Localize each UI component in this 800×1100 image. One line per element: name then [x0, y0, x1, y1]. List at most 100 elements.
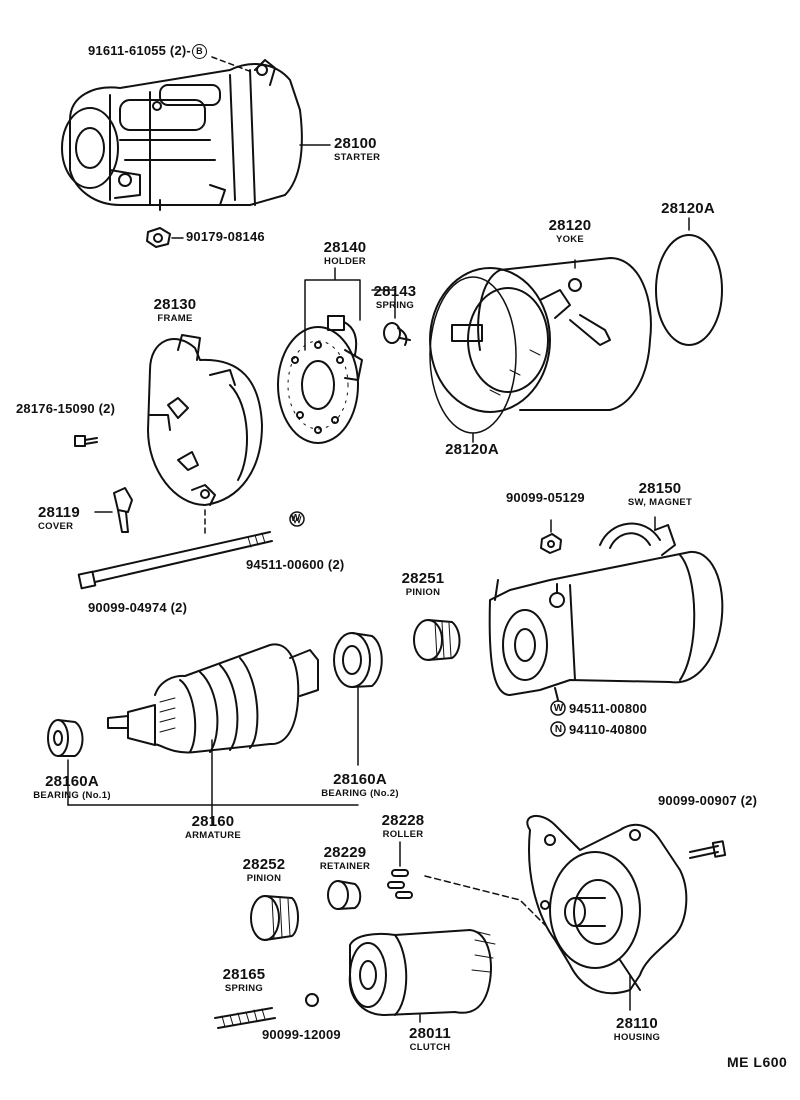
part-number: 28120A	[445, 441, 499, 458]
spring-28143-drawing	[384, 323, 410, 345]
part-number: 28160A	[333, 771, 387, 788]
part-number: 28119	[38, 504, 80, 521]
label-cover: 28119 COVER	[38, 505, 80, 532]
oring-right-drawing	[656, 235, 722, 345]
part-number: 28143	[373, 283, 417, 300]
retainer-drawing	[328, 881, 360, 909]
frame-screw-drawing	[75, 436, 97, 446]
part-name: COVER	[38, 521, 74, 532]
part-number: 28160	[191, 813, 235, 830]
housing-drawing	[527, 816, 686, 993]
through-bolt-drawing	[79, 532, 272, 588]
label-ball: 90099-12009	[262, 1028, 341, 1041]
part-name: ROLLER	[382, 829, 424, 840]
clutch-drawing	[350, 930, 495, 1015]
part-number: 28140	[323, 239, 367, 256]
part-number: 91611-61055 (2)-	[88, 43, 191, 58]
roller-drawing	[388, 870, 412, 898]
label-washer-w: 94511-00600 (2)	[246, 558, 344, 571]
label-magnet-switch: 28150 SW, MAGNET	[628, 481, 692, 508]
part-number: 94110-40800	[569, 722, 648, 737]
label-pinion-28252: 28252 PINION	[243, 857, 286, 884]
part-number: 94511-00600 (2)	[246, 557, 345, 572]
label-clutch: 28011 CLUTCH	[409, 1026, 451, 1053]
housing-bolt-drawing	[690, 841, 725, 858]
label-spring-28143: 28143 SPRING	[374, 284, 417, 311]
part-number: 28165	[222, 966, 266, 983]
part-name: CLUTCH	[409, 1042, 451, 1053]
washer-mark-w-icon: W	[290, 513, 301, 525]
magnetic-switch-drawing	[490, 524, 723, 700]
fastener-mark-b-icon: B	[191, 44, 207, 60]
part-name: BEARING (No.1)	[33, 790, 111, 801]
part-number: 28150	[638, 480, 682, 497]
part-number: 90099-05129	[506, 490, 585, 505]
part-number: 28130	[153, 296, 197, 313]
yoke-drawing	[430, 258, 651, 412]
part-number: 28110	[616, 1015, 658, 1032]
label-nut-top: 90179-08146	[186, 230, 265, 243]
label-frame: 28130 FRAME	[154, 297, 197, 324]
label-housing: 28110 HOUSING	[614, 1016, 660, 1043]
washer-mark-w-icon: W	[553, 703, 564, 715]
label-pinion-28251: 28251 PINION	[402, 571, 445, 598]
nut-mark-n-icon: N	[554, 724, 563, 736]
washer-w-mark: W	[288, 511, 303, 527]
label-housing-bolt: 90099-00907 (2)	[658, 794, 757, 807]
label-spring-28165: 28165 SPRING	[223, 967, 266, 994]
bearing-1-drawing	[48, 720, 83, 756]
part-number: 90179-08146	[186, 229, 265, 244]
part-number: 28176-15090 (2)	[16, 401, 116, 416]
label-armature: 28160 ARMATURE	[185, 814, 241, 841]
part-name: ARMATURE	[184, 830, 242, 841]
label-oring-bottom: 28120A	[445, 442, 499, 457]
label-roller: 28228 ROLLER	[382, 813, 425, 840]
part-name: PINION	[246, 873, 282, 884]
part-number: 90099-12009	[262, 1027, 341, 1042]
label-holder: 28140 HOLDER	[324, 240, 367, 267]
part-name: PINION	[405, 587, 441, 598]
part-number: 28160A	[45, 773, 99, 790]
part-name: FRAME	[157, 313, 193, 324]
bearing-2-drawing	[334, 633, 382, 687]
steel-ball-drawing	[306, 994, 318, 1006]
part-number: 28011	[409, 1025, 451, 1042]
part-name: SPRING	[224, 983, 264, 994]
label-bearing-2: 28160A BEARING (No.2)	[321, 772, 399, 799]
part-number: 28120A	[661, 200, 715, 217]
part-name: STARTER	[334, 152, 381, 163]
label-magnet-nut: 90099-05129	[506, 491, 585, 504]
cover-drawing	[114, 488, 132, 532]
pinion-28251-drawing	[414, 620, 460, 660]
label-bearing-1: 28160A BEARING (No.1)	[33, 774, 111, 801]
pinion-28252-drawing	[251, 896, 298, 940]
spring-28165-drawing	[215, 1008, 275, 1028]
part-number: 28251	[401, 570, 445, 587]
label-frame-screw: 28176-15090 (2)	[16, 402, 115, 415]
part-name: HOLDER	[324, 256, 366, 267]
nut-drawing	[147, 228, 170, 247]
diagram-code: ME L600	[727, 1054, 788, 1070]
part-name: SPRING	[375, 300, 415, 311]
frame-drawing	[148, 335, 262, 505]
label-oring-top: 28120A	[661, 201, 715, 216]
part-number: 28100	[334, 135, 377, 152]
part-name: HOUSING	[613, 1032, 661, 1043]
label-through-bolt: 90099-04974 (2)	[88, 601, 187, 614]
part-name: BEARING (No.2)	[321, 788, 399, 799]
label-starter: 28100 STARTER	[334, 136, 380, 163]
label-yoke: 28120 YOKE	[549, 218, 592, 245]
part-number: 28120	[548, 217, 592, 234]
part-name: YOKE	[555, 234, 585, 245]
armature-drawing	[108, 644, 318, 752]
part-name: RETAINER	[319, 861, 371, 872]
part-name: SW, MAGNET	[627, 497, 693, 508]
part-number: 90099-04974 (2)	[88, 600, 188, 615]
part-number: 90099-00907 (2)	[658, 793, 758, 808]
label-nut-n: N 94110-40800	[551, 722, 647, 738]
part-number: 28228	[381, 812, 425, 829]
part-number: 28252	[242, 856, 286, 873]
part-number: 28229	[323, 844, 367, 861]
